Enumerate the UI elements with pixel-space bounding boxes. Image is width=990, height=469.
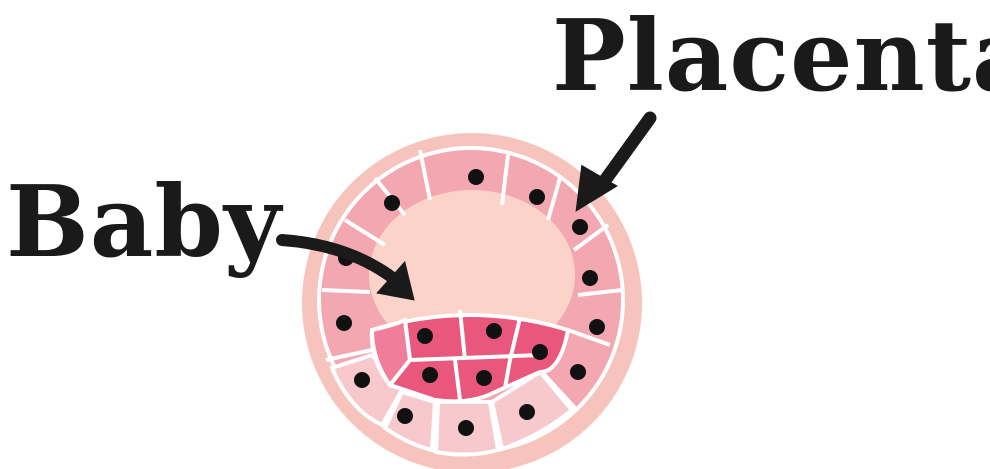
placenta-label: Placenta (552, 8, 990, 106)
baby-label: Baby (6, 174, 282, 272)
arrow-placenta (578, 118, 650, 208)
